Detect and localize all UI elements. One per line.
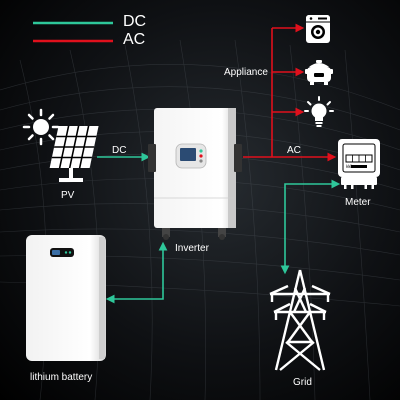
meter-icon bbox=[338, 139, 380, 189]
rice-cooker-icon bbox=[305, 60, 333, 85]
meter-label: Meter bbox=[345, 197, 371, 208]
grid-label: Grid bbox=[293, 377, 312, 388]
solar-panel-icon bbox=[49, 126, 99, 182]
inverter-label: Inverter bbox=[175, 243, 209, 254]
light-bulb-icon bbox=[304, 96, 334, 127]
grid-meter-wire bbox=[280, 179, 341, 275]
legend-dc-label: DC bbox=[123, 13, 147, 30]
transmission-tower-icon bbox=[269, 269, 331, 371]
meter-kwh-text: kWh bbox=[346, 164, 354, 169]
sun-icon bbox=[22, 108, 60, 146]
battery-label: lithium battery bbox=[30, 372, 93, 383]
lithium-battery-icon bbox=[26, 235, 106, 361]
battery-inverter-wire bbox=[105, 241, 168, 304]
pv-label: PV bbox=[61, 190, 75, 201]
dc-link-label: DC bbox=[112, 145, 127, 156]
washing-machine-icon bbox=[306, 15, 330, 43]
ac-link-label: AC bbox=[287, 145, 301, 156]
legend-ac-label: AC bbox=[123, 31, 146, 48]
appliance-label: Appliance bbox=[224, 67, 268, 78]
inverter-icon bbox=[148, 108, 242, 240]
